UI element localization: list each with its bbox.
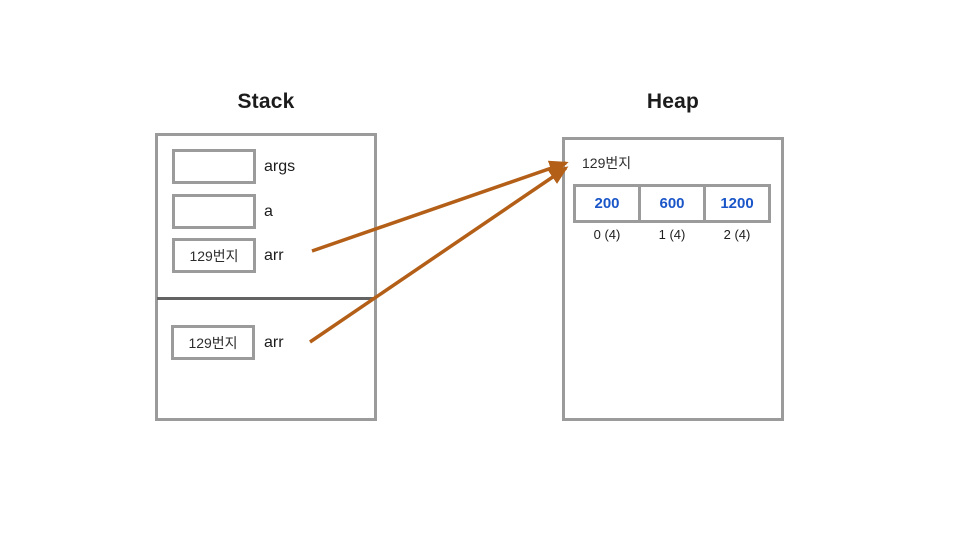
stack-var-value-arr-2: 129번지 — [188, 334, 238, 351]
stack-title: Stack — [237, 90, 295, 113]
stack-var-label-args: args — [264, 158, 296, 175]
heap-title: Heap — [646, 90, 700, 113]
heap-array-value-2: 1200 — [720, 195, 754, 212]
heap-array: 200 600 1200 — [573, 184, 771, 223]
heap-array-value-1: 600 — [659, 195, 685, 212]
heap-address-label: 129번지 — [582, 155, 632, 171]
heap-array-index-2: 2 (4) — [723, 227, 751, 242]
stack-var-label-arr-2: arr — [264, 334, 284, 351]
heap-array-cell-2: 1200 — [703, 184, 771, 223]
stack-var-label-arr: arr — [264, 247, 284, 264]
heap-box — [562, 137, 784, 421]
stack-var-box-args — [172, 149, 256, 184]
heap-array-index-1: 1 (4) — [658, 227, 686, 242]
stack-var-box-arr-2: 129번지 — [171, 325, 255, 360]
heap-array-cell-1: 600 — [638, 184, 706, 223]
heap-array-value-0: 200 — [594, 195, 620, 212]
stack-var-box-a — [172, 194, 256, 229]
stack-var-box-arr: 129번지 — [172, 238, 256, 273]
stack-frame-divider — [157, 297, 375, 300]
heap-array-cell-0: 200 — [573, 184, 641, 223]
stack-var-label-a: a — [264, 203, 273, 220]
stack-var-value-arr: 129번지 — [189, 247, 239, 264]
heap-array-indices: 0 (4) 1 (4) 2 (4) — [573, 227, 768, 242]
heap-array-index-0: 0 (4) — [593, 227, 621, 242]
